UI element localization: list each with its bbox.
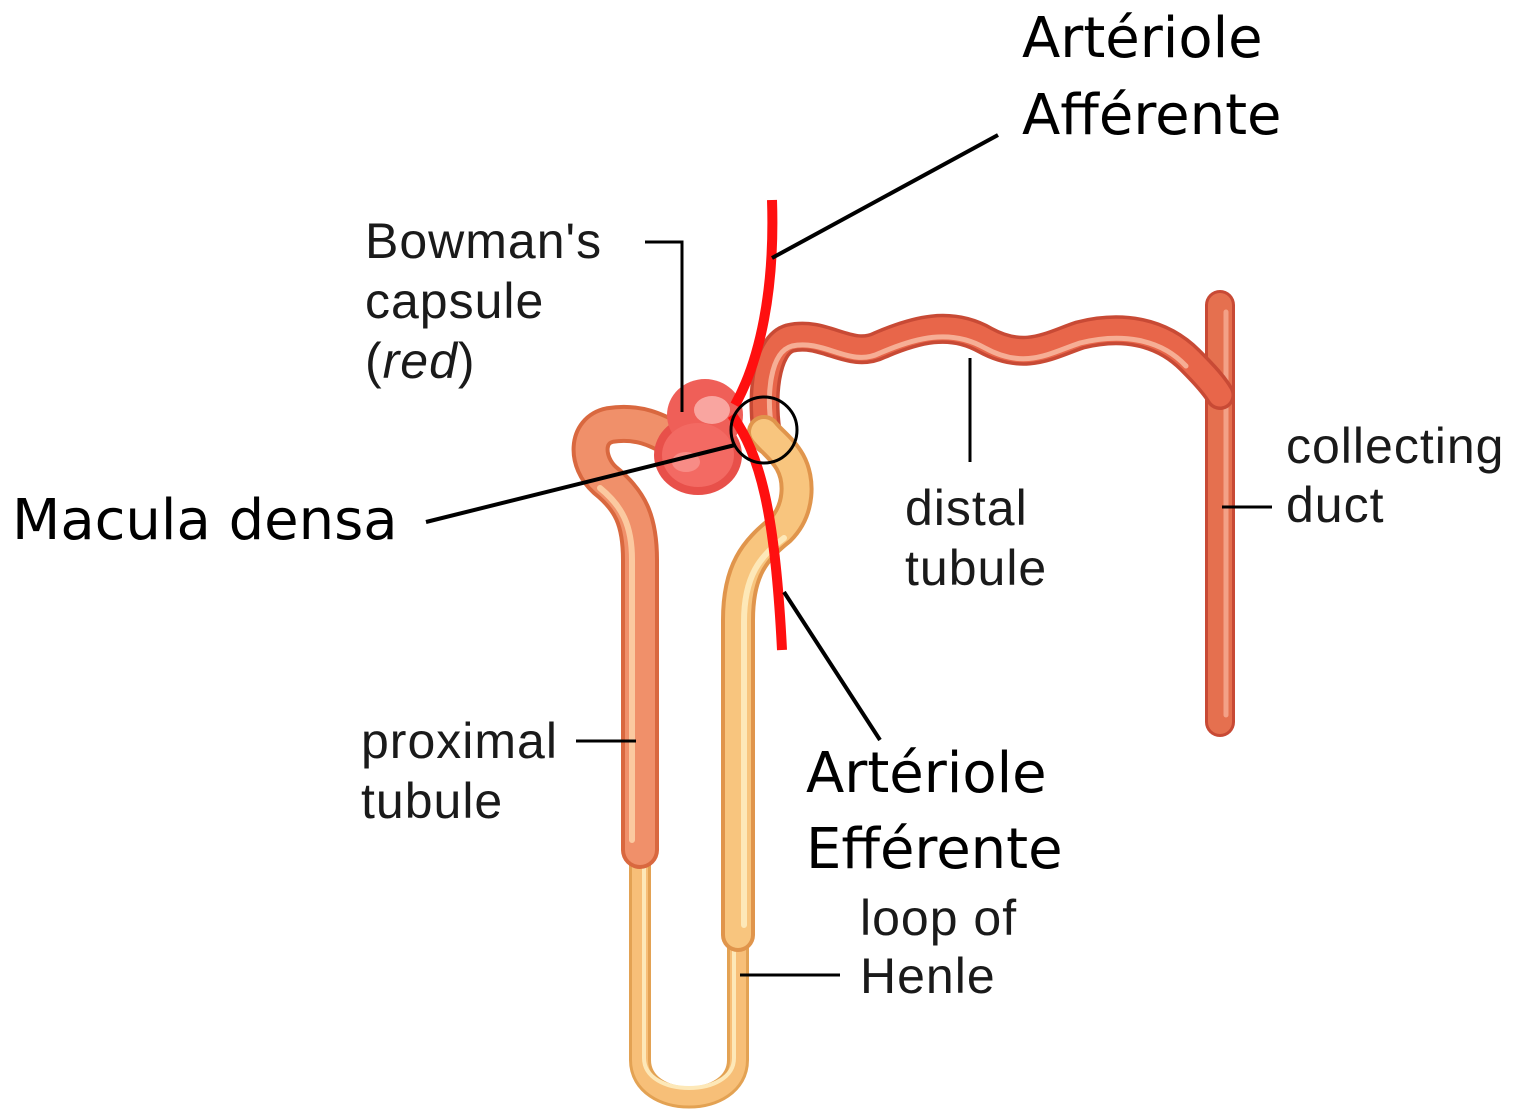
distal-tubule (764, 329, 1220, 440)
bowmans-capsule-leader (645, 242, 682, 412)
bowmans-capsule-line1: Bowman's (365, 213, 602, 269)
collecting-duct-line1: collecting (1286, 418, 1504, 474)
distal-tubule-label: distal tubule (905, 480, 1047, 596)
proximal-tubule (591, 424, 675, 850)
bowmans-note-close: ) (458, 333, 476, 389)
bowmans-note-word: red (383, 333, 459, 389)
bowmans-capsule-line2: capsule (365, 273, 544, 329)
proximal-tubule-line2: tubule (361, 773, 503, 829)
arteriole-efferente-line1: Artériole (806, 741, 1047, 806)
collecting-duct-line2: duct (1286, 477, 1385, 533)
distal-tubule-line1: distal (905, 480, 1028, 536)
macula-densa-label: Macula densa (12, 488, 398, 553)
loop-of-henle-line1: loop of (860, 890, 1017, 946)
proximal-tubule-line1: proximal (361, 713, 558, 769)
bowmans-note-open: ( (365, 333, 383, 389)
afferente-leader (772, 135, 998, 258)
distal-tubule-line2: tubule (905, 540, 1047, 596)
loop-of-henle-line2: Henle (860, 948, 996, 1004)
arteriole-afferente-line2: Afférente (1022, 83, 1282, 148)
arteriole-afferente-label: Artériole Afférente (1022, 6, 1282, 148)
bowmans-capsule-label: Bowman's capsule (365, 213, 617, 329)
arteriole-efferente-line2: Efférente (806, 817, 1063, 882)
loop-of-henle-label: loop of Henle (860, 890, 1032, 1004)
bowmans-capsule-shape (654, 379, 743, 495)
arteriole-afferente-line1: Artériole (1022, 6, 1263, 71)
proximal-tubule-label: proximal tubule (361, 713, 573, 829)
arteriole-efferente-label: Artériole Efférente (806, 741, 1064, 882)
collecting-duct-label: collecting duct (1286, 418, 1519, 533)
collecting-duct (1220, 305, 1226, 722)
efferente-leader (784, 592, 880, 740)
bowmans-capsule-note: (red) (365, 333, 476, 389)
